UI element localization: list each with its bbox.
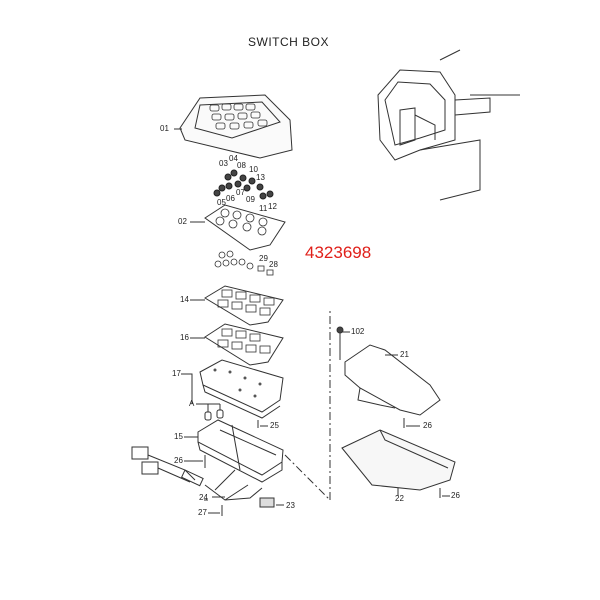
label-10: 10 xyxy=(249,165,258,174)
part-number: 4323698 xyxy=(305,243,372,262)
circuit-board xyxy=(181,359,284,428)
label-27: 27 xyxy=(198,508,207,517)
label-25: 25 xyxy=(270,421,279,430)
label-29: 29 xyxy=(259,254,268,263)
label-13: 13 xyxy=(256,173,265,182)
label-05: 05 xyxy=(217,198,226,207)
switch-plate-16 xyxy=(190,323,284,366)
label-26-case: 26 xyxy=(174,456,183,465)
label-23: 23 xyxy=(286,501,295,510)
label-24: 24 xyxy=(199,493,208,502)
label-11: 11 xyxy=(259,204,268,213)
label-12: 12 xyxy=(268,202,277,211)
wire-harness xyxy=(131,310,331,516)
label-03: 03 xyxy=(219,159,228,168)
rubber-sheet xyxy=(190,204,286,251)
diagram-title: SWITCH BOX xyxy=(248,35,330,49)
label-26-bracket: 26 xyxy=(423,421,432,430)
mounting-bracket xyxy=(336,326,441,428)
label-09: 09 xyxy=(246,195,255,204)
label-28: 28 xyxy=(269,260,278,269)
cab-illustration xyxy=(377,49,520,201)
label-06: 06 xyxy=(226,194,235,203)
label-21: 21 xyxy=(400,350,409,359)
label-17: 17 xyxy=(172,369,181,378)
label-04: 04 xyxy=(229,154,238,163)
switch-cover xyxy=(174,94,293,159)
label-07: 07 xyxy=(236,188,245,197)
label-102: 102 xyxy=(351,327,365,336)
label-01: 01 xyxy=(160,124,169,133)
label-16: 16 xyxy=(180,333,189,342)
label-08: 08 xyxy=(237,161,246,170)
label-15: 15 xyxy=(174,432,183,441)
switch-knobs xyxy=(213,169,274,200)
label-22: 22 xyxy=(395,494,404,503)
switch-case xyxy=(184,419,284,483)
switch-plate-14 xyxy=(190,285,284,326)
label-26-cover: 26 xyxy=(451,491,460,500)
small-caps xyxy=(214,250,274,276)
label-14: 14 xyxy=(180,295,189,304)
label-02: 02 xyxy=(178,217,187,226)
label-A: A xyxy=(189,399,195,408)
side-cover xyxy=(341,429,456,498)
